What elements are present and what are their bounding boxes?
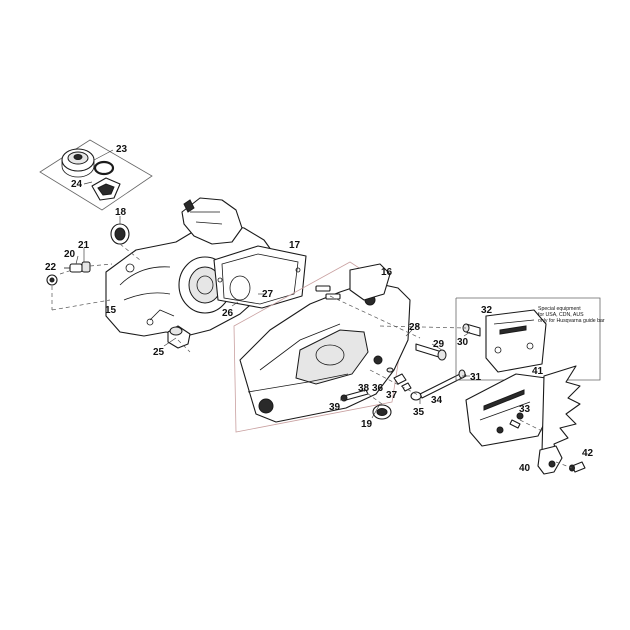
callout-22[interactable]: 22 — [45, 262, 57, 273]
part-23-ring[interactable] — [93, 160, 115, 176]
callout-41[interactable]: 41 — [532, 366, 544, 377]
part-35-adjuster[interactable] — [410, 391, 422, 401]
part-32-chain-guard[interactable] — [485, 309, 547, 373]
callout-19[interactable]: 19 — [361, 419, 373, 430]
callout-15[interactable]: 15 — [105, 305, 117, 316]
part-33-screw[interactable] — [509, 419, 521, 429]
callout-labels: 15 16 17 18 19 20 21 22 23 24 25 26 27 2… — [45, 144, 594, 474]
callout-32[interactable]: 32 — [481, 305, 493, 316]
callout-31[interactable]: 31 — [470, 372, 482, 383]
part-16-crankcase-half[interactable] — [239, 263, 411, 423]
callout-27[interactable]: 27 — [262, 289, 274, 300]
callout-17[interactable]: 17 — [289, 240, 301, 251]
part-34-chain-tensioner[interactable] — [419, 369, 467, 399]
note-line-1: Special equipment — [538, 306, 581, 312]
callout-24[interactable]: 24 — [71, 179, 83, 190]
note-line-2: for USA, CDN, AUS — [538, 312, 584, 318]
assembly-lines — [51, 243, 573, 469]
part-31-chain-guard[interactable] — [465, 373, 553, 447]
callout-33[interactable]: 33 — [519, 404, 531, 415]
part-19-seal[interactable] — [372, 404, 392, 420]
note-line-3: only for Husqvarna guide bar — [538, 318, 605, 324]
part-36-38-screws[interactable] — [386, 367, 412, 392]
part-18-seal-ring[interactable] — [110, 223, 130, 245]
special-equipment-note: Special equipment for USA, CDN, AUS only… — [538, 306, 605, 324]
callout-40[interactable]: 40 — [519, 463, 531, 474]
part-30-bolt[interactable] — [462, 323, 481, 337]
part-27-gasket[interactable] — [213, 245, 307, 309]
callout-16[interactable]: 16 — [381, 267, 393, 278]
callout-18[interactable]: 18 — [115, 207, 127, 218]
group-frame-23-24 — [39, 139, 153, 211]
callout-35[interactable]: 35 — [413, 407, 425, 418]
part-39-screw[interactable] — [340, 389, 369, 402]
callout-42[interactable]: 42 — [582, 448, 594, 459]
callout-38[interactable]: 38 — [358, 383, 370, 394]
callout-39[interactable]: 39 — [329, 402, 341, 413]
part-24-spring-holder[interactable] — [91, 177, 121, 201]
part-16-studs[interactable] — [315, 285, 341, 300]
part-22-nut[interactable] — [46, 274, 58, 286]
part-15-cylinder-mount[interactable] — [181, 197, 243, 245]
part-23-starter-pulley[interactable] — [61, 148, 95, 178]
part-20-21-valve[interactable] — [64, 261, 91, 273]
callout-23[interactable]: 23 — [116, 144, 128, 155]
callout-36[interactable]: 36 — [372, 383, 384, 394]
callout-20[interactable]: 20 — [64, 249, 76, 260]
callout-26[interactable]: 26 — [222, 308, 234, 319]
callout-28[interactable]: 28 — [409, 322, 421, 333]
callout-25[interactable]: 25 — [153, 347, 165, 358]
part-25-damper[interactable] — [167, 325, 191, 349]
callout-29[interactable]: 29 — [433, 339, 445, 350]
part-42-screw[interactable] — [569, 461, 586, 473]
callout-21[interactable]: 21 — [78, 240, 90, 251]
part-28-bar-stud[interactable] — [415, 343, 447, 361]
part-40-bracket[interactable] — [537, 445, 563, 475]
callout-30[interactable]: 30 — [457, 337, 469, 348]
special-equipment-frame — [455, 297, 601, 381]
callout-37[interactable]: 37 — [386, 390, 398, 401]
callout-34[interactable]: 34 — [431, 395, 443, 406]
leader-lines — [75, 149, 471, 419]
